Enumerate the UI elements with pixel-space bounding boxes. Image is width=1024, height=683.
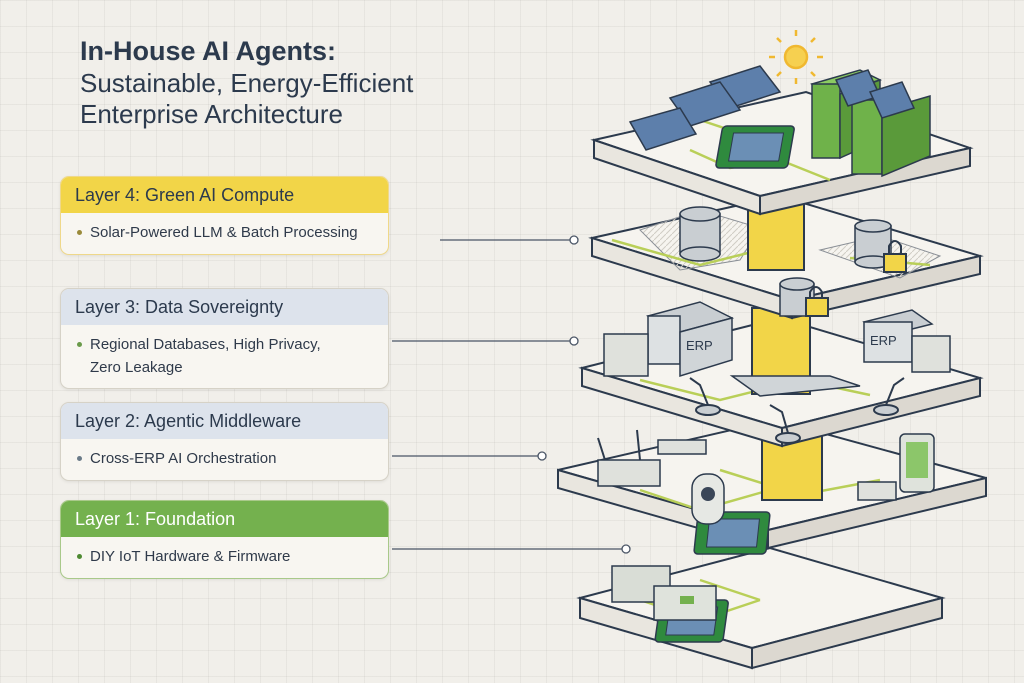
erp-server-icon-left: ERP bbox=[645, 301, 735, 378]
layer-1-bullet: DIY IoT Hardware & Firmware bbox=[90, 548, 291, 565]
pillar-base bbox=[729, 375, 861, 397]
chip-icon bbox=[715, 125, 795, 169]
layer-2-bullet: Cross-ERP AI Orchestration bbox=[90, 450, 277, 467]
layer-data-slab bbox=[588, 194, 984, 320]
bullet-dot bbox=[77, 230, 82, 235]
layer-4-card: Layer 4: Green AI Compute Solar-Powered … bbox=[60, 176, 389, 255]
layer-4-heading: Layer 4: Green AI Compute bbox=[61, 177, 388, 213]
bullet-dot bbox=[77, 342, 82, 347]
erp-label-left: ERP bbox=[686, 338, 713, 353]
layer-3-heading: Layer 3: Data Sovereignty bbox=[61, 289, 388, 325]
layer-3-bullet-cont: Zero Leakage bbox=[90, 358, 183, 376]
router-icon bbox=[597, 429, 661, 487]
storage-box-icon bbox=[911, 335, 951, 373]
sensor-icon bbox=[691, 473, 725, 525]
tablet-icon bbox=[899, 433, 935, 493]
erp-label-right: ERP bbox=[870, 333, 897, 348]
layer-4-compute-slab bbox=[590, 30, 974, 216]
title-line-1: In-House AI Agents: bbox=[80, 36, 336, 66]
lock-icon bbox=[805, 240, 907, 317]
iot-device-icon bbox=[611, 565, 717, 621]
layer-3-bullet: Regional Databases, High Privacy, bbox=[90, 336, 321, 353]
solar-panel-icon bbox=[628, 65, 782, 151]
database-icon bbox=[679, 206, 892, 317]
layer-1-slab bbox=[576, 546, 946, 670]
layer-4-bullet: Solar-Powered LLM & Batch Processing bbox=[90, 224, 358, 241]
erp-server-icon-right: ERP bbox=[862, 309, 934, 363]
page-title: In-House AI Agents: Sustainable, Energy-… bbox=[80, 36, 413, 129]
storage-box-icon bbox=[603, 333, 649, 377]
layer-2-heading: Layer 2: Agentic Middleware bbox=[61, 403, 388, 439]
switch-icon bbox=[857, 481, 897, 501]
layer-3-card: Layer 3: Data Sovereignty Regional Datab… bbox=[60, 288, 389, 389]
layer-1-card: Layer 1: Foundation DIY IoT Hardware & F… bbox=[60, 500, 389, 579]
network-box-icon bbox=[657, 439, 707, 455]
layer-1-heading: Layer 1: Foundation bbox=[61, 501, 388, 537]
robot-arm-icon bbox=[689, 377, 905, 444]
layer-2-card: Layer 2: Agentic Middleware Cross-ERP AI… bbox=[60, 402, 389, 481]
connector-lines bbox=[392, 235, 631, 554]
bullet-dot bbox=[77, 456, 82, 461]
title-line-2: Sustainable, Energy-Efficient bbox=[80, 67, 414, 98]
sun-icon bbox=[769, 30, 823, 84]
title-line-3: Enterprise Architecture bbox=[80, 98, 344, 129]
green-server-rack-icon bbox=[809, 69, 931, 178]
bullet-dot bbox=[77, 554, 82, 559]
